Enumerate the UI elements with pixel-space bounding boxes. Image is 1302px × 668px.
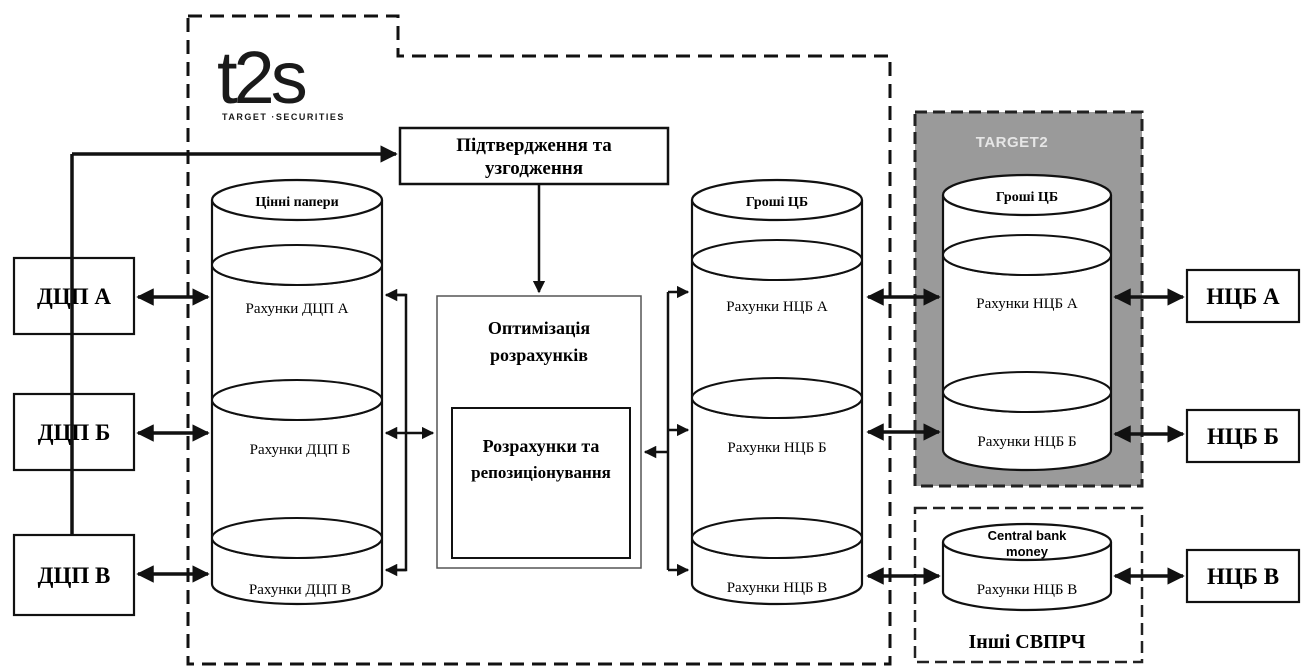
connectors <box>70 145 1185 585</box>
csd-box-b: ДЦП Б <box>12 392 136 472</box>
settlement-line-2: репозиціонування <box>471 463 611 482</box>
t2s-logo: t2s TARGET ·SECURITIES <box>217 36 345 122</box>
optimization-line-1: Оптимізація <box>488 318 590 338</box>
other-account: Рахунки НЦБ В <box>977 582 1078 598</box>
cb-money-account-b: Рахунки НЦБ Б <box>727 440 826 456</box>
svg-text:ДЦП В: ДЦП В <box>38 563 111 588</box>
securities-header: Цінні папери <box>255 195 338 210</box>
svg-text:НЦБ Б: НЦБ Б <box>1207 424 1279 449</box>
svg-text:НЦБ А: НЦБ А <box>1206 284 1280 309</box>
cb-money-account-a: Рахунки НЦБ А <box>726 299 828 315</box>
other-panel-title: Інші СВПРЧ <box>969 631 1086 653</box>
settlement-line-1: Розрахунки та <box>483 436 600 456</box>
ncb-box-c: НЦБ В <box>1185 548 1301 604</box>
optimization-line-2: розрахунків <box>490 345 588 365</box>
cb-money-header: Гроші ЦБ <box>746 195 808 210</box>
ncb-box-a: НЦБ А <box>1185 268 1301 324</box>
csd-box-c: ДЦП В <box>12 533 136 617</box>
target2-account-a: Рахунки НЦБ А <box>976 296 1078 312</box>
svg-text:ДЦП Б: ДЦП Б <box>38 420 111 445</box>
svg-text:ДЦП А: ДЦП А <box>37 284 111 309</box>
svg-text:НЦБ В: НЦБ В <box>1207 564 1279 589</box>
securities-cylinder: Цінні папери Рахунки ДЦП А Рахунки ДЦП Б… <box>210 178 384 606</box>
target2-account-b: Рахунки НЦБ Б <box>977 434 1076 450</box>
other-header-line-2: money <box>1006 544 1049 559</box>
t2s-platform-boundary <box>186 14 892 666</box>
securities-account-b: Рахунки ДЦП Б <box>250 442 351 458</box>
other-rtgs-panel: Central bank money Рахунки НЦБ В Інші СВ… <box>913 506 1144 664</box>
other-header-line-1: Central bank <box>988 528 1068 543</box>
target2-panel: TARGET2 Гроші ЦБ Рахунки НЦБ А Рахунки Н… <box>913 110 1144 488</box>
optimization-box: Оптимізація розрахунків Розрахунки та ре… <box>436 295 642 569</box>
t2s-logo-mark: t2s <box>217 36 306 119</box>
target2-header: Гроші ЦБ <box>996 190 1058 205</box>
cb-money-cylinder: Гроші ЦБ Рахунки НЦБ А Рахунки НЦБ Б Рах… <box>690 178 864 606</box>
t2s-logo-tagline: TARGET ·SECURITIES <box>222 112 345 122</box>
confirmation-line-2: узгодження <box>485 158 583 179</box>
cb-money-account-c: Рахунки НЦБ В <box>727 580 828 596</box>
target2-title: TARGET2 <box>976 134 1048 151</box>
confirmation-line-1: Підтвердження та <box>456 135 612 156</box>
securities-account-c: Рахунки ДЦП В <box>249 582 351 598</box>
securities-account-a: Рахунки ДЦП А <box>245 301 348 317</box>
csd-box-a: ДЦП А <box>12 256 136 336</box>
confirmation-box: Підтвердження та узгодження <box>398 126 670 186</box>
ncb-box-b: НЦБ Б <box>1185 408 1301 464</box>
